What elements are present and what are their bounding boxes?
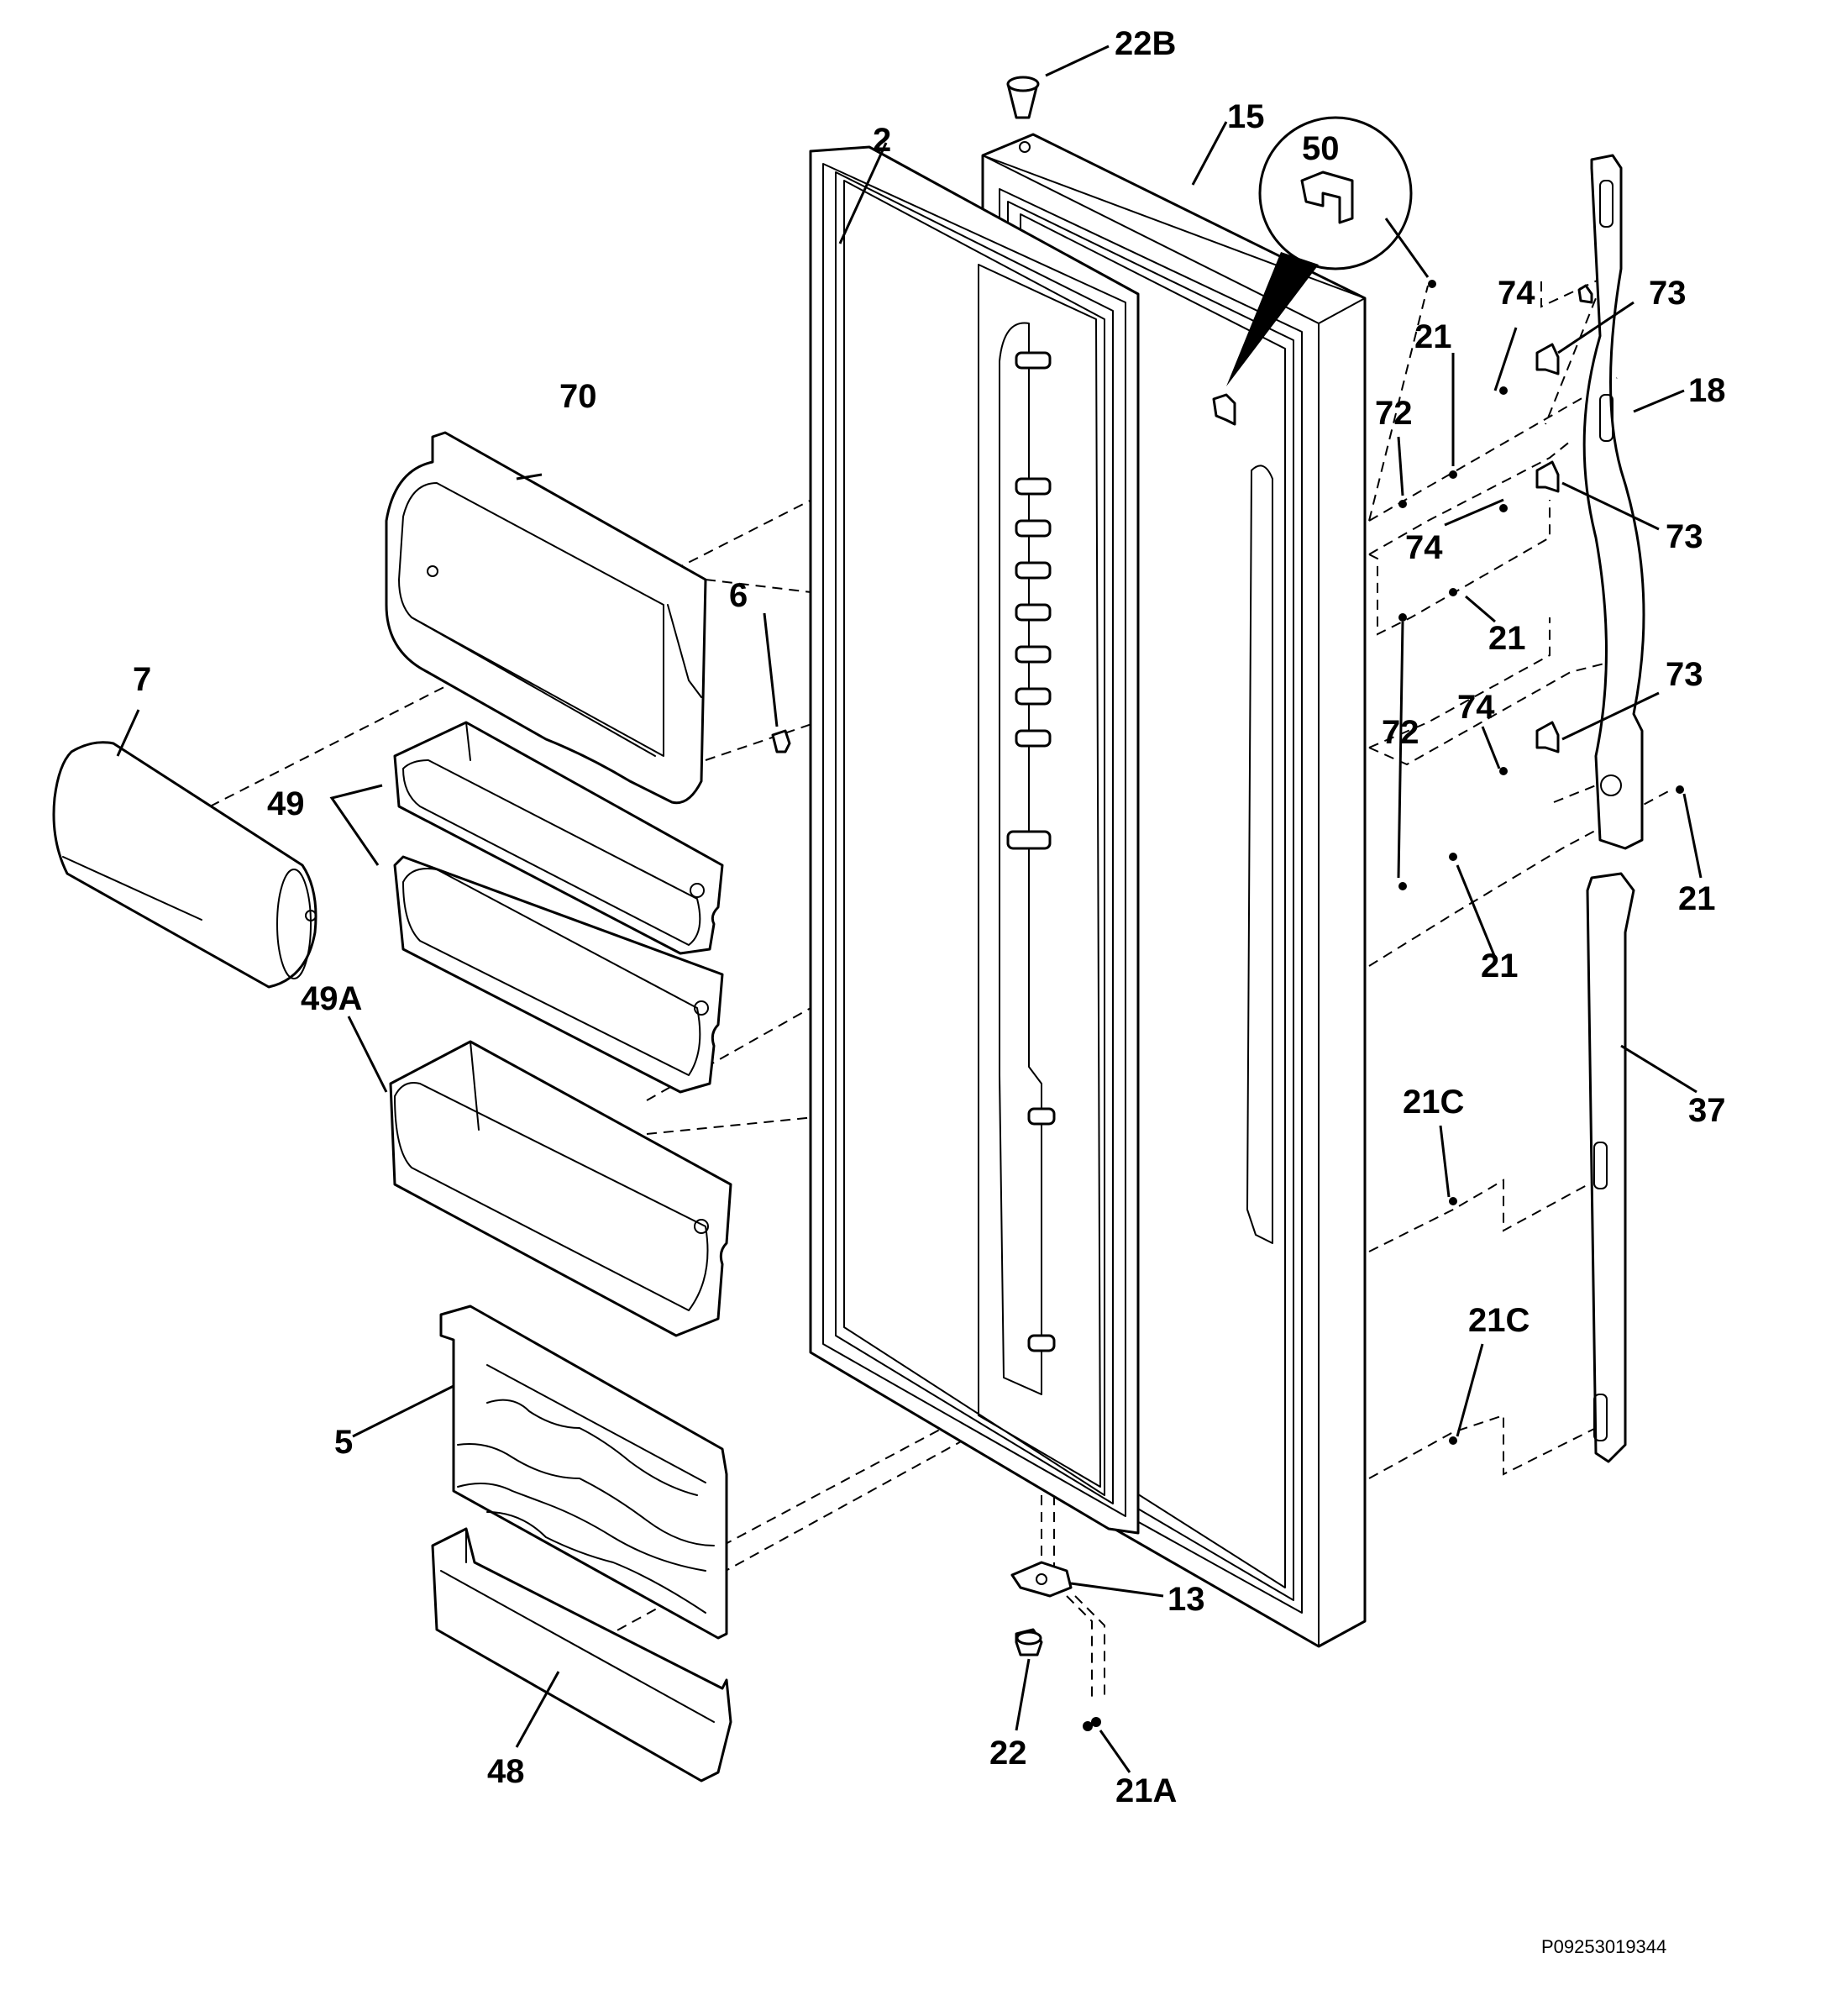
label-50: 50 bbox=[1302, 130, 1340, 167]
label-48: 48 bbox=[487, 1753, 525, 1790]
label-22: 22 bbox=[989, 1735, 1027, 1772]
tray-48 bbox=[431, 1527, 732, 1782]
cap-22B bbox=[1006, 76, 1040, 119]
label-72-mid: 72 bbox=[1382, 714, 1419, 751]
screws bbox=[1083, 280, 1684, 1731]
label-70: 70 bbox=[559, 378, 597, 415]
cover-7 bbox=[52, 741, 317, 989]
label-72-top: 72 bbox=[1375, 395, 1413, 432]
label-74-low: 74 bbox=[1457, 689, 1495, 726]
leader-lines bbox=[116, 45, 1703, 1773]
rack-5 bbox=[439, 1305, 728, 1640]
label-21-top: 21 bbox=[1414, 318, 1452, 355]
bin-49-upper bbox=[393, 721, 724, 955]
label-21A: 21A bbox=[1115, 1772, 1177, 1809]
label-6: 6 bbox=[729, 577, 748, 614]
bin-rail-bumps bbox=[1006, 351, 1056, 1352]
label-7: 7 bbox=[133, 661, 151, 698]
label-18: 18 bbox=[1688, 372, 1726, 409]
inner-door-liner bbox=[978, 264, 1101, 1488]
label-13: 13 bbox=[1167, 1581, 1205, 1618]
label-49A: 49A bbox=[301, 980, 362, 1017]
part-labels: 22B 2 15 50 74 73 18 21 72 70 6 7 49 74 … bbox=[133, 25, 1726, 1957]
label-21-low: 21 bbox=[1481, 948, 1519, 984]
label-15: 15 bbox=[1227, 98, 1265, 135]
bin-49A bbox=[389, 1040, 732, 1337]
label-21C-upper: 21C bbox=[1403, 1084, 1464, 1121]
label-21C-lower: 21C bbox=[1468, 1302, 1530, 1339]
detail-bubble-50 bbox=[1212, 116, 1413, 426]
bushing-22 bbox=[1015, 1628, 1043, 1656]
reference-code: P09253019344 bbox=[1541, 1936, 1666, 1957]
bin-49-lower bbox=[393, 855, 724, 1094]
handle-18 bbox=[1577, 154, 1645, 850]
clip-6 bbox=[771, 729, 791, 753]
brackets-73 bbox=[1535, 343, 1560, 753]
bin-70 bbox=[385, 431, 707, 805]
label-73-mid: 73 bbox=[1666, 518, 1703, 555]
label-37: 37 bbox=[1688, 1092, 1726, 1129]
label-73-low: 73 bbox=[1666, 656, 1703, 693]
label-74-mid: 74 bbox=[1405, 529, 1443, 566]
label-21-mid: 21 bbox=[1488, 620, 1526, 657]
label-49: 49 bbox=[267, 785, 305, 822]
label-5: 5 bbox=[334, 1424, 353, 1461]
trim-37 bbox=[1586, 872, 1635, 1463]
label-2: 2 bbox=[873, 122, 891, 159]
door-gasket bbox=[809, 145, 1140, 1535]
label-74-top: 74 bbox=[1498, 275, 1535, 312]
hinge-13 bbox=[1010, 1561, 1073, 1598]
label-22B: 22B bbox=[1115, 25, 1176, 62]
label-21-right: 21 bbox=[1678, 880, 1716, 917]
label-73-top: 73 bbox=[1649, 275, 1687, 312]
